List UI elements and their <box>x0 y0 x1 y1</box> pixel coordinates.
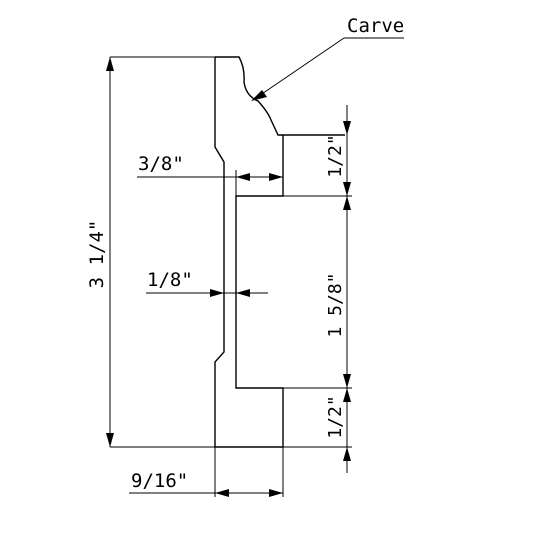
bottom-lip-arrow-bottom <box>343 447 351 461</box>
groove-depth-arrow-right <box>236 289 250 297</box>
center-recess-arrow-top <box>343 196 351 210</box>
center-recess-label: 1 5/8" <box>325 272 346 337</box>
top-offset-arrow-right <box>269 173 283 181</box>
carve-leader-arrow <box>251 90 267 101</box>
overall-height-label: 3 1/4" <box>86 220 108 289</box>
carve-label: Carve <box>347 15 404 37</box>
bottom-lip-arrow-top <box>343 388 351 402</box>
top-offset-arrow-left <box>236 173 250 181</box>
bottom-width-arrow-left <box>215 489 229 497</box>
top-lip-label: 1/2" <box>325 134 346 177</box>
bottom-width-label: 9/16" <box>131 470 188 492</box>
overall-height-arrow-bottom <box>106 433 114 447</box>
carve-leader-line <box>252 37 345 101</box>
groove-depth-label: 1/8" <box>147 269 193 291</box>
overall-height-arrow-top <box>106 57 114 71</box>
bottom-width-arrow-right <box>269 489 283 497</box>
groove-depth-arrow-left <box>210 289 224 297</box>
top-lip-arrow-top <box>343 121 351 135</box>
bottom-lip-label: 1/2" <box>325 395 346 438</box>
center-recess-arrow-bottom <box>343 374 351 388</box>
top-offset-label: 3/8" <box>138 153 184 175</box>
top-lip-arrow-bottom <box>343 182 351 196</box>
